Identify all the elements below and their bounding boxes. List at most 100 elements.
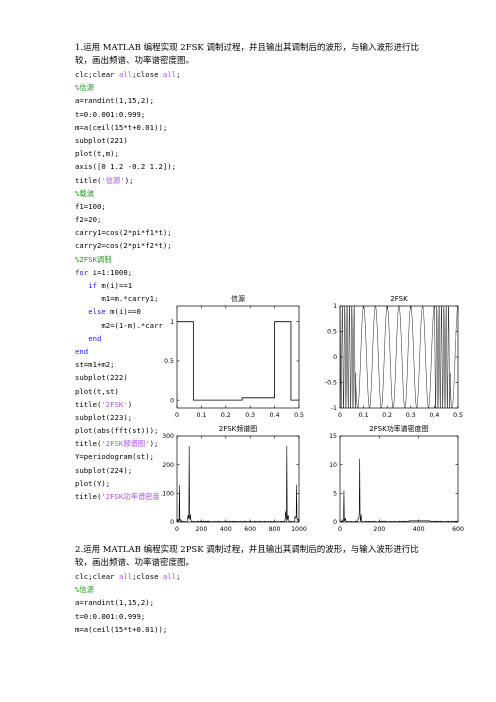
y-tick-label: 15 [329,433,337,440]
section1-code-line: title('2FSK功率谱密度' [75,490,180,503]
y-tick-label: 10 [329,462,337,469]
x-tick-label: 400 [413,526,425,533]
section1-code-token: '信源' [101,175,125,185]
section2-code-token: %信源 [75,585,94,595]
section1-code-line: subplot(222) [75,371,180,384]
y-tick-label: 200 [162,462,174,469]
section1-code-token: title( [75,439,102,449]
section1-code-token [75,307,88,316]
panel-1-frame [176,305,300,409]
y-tick-label: 0.5 [164,358,174,365]
y-tick-label: 1 [333,303,337,310]
x-tick-label: 800 [269,526,281,533]
section1-code-line: st=m1+m2; [75,358,180,371]
section1-code-token: end [88,333,102,343]
y-tick-label: 0.5 [327,329,337,336]
section1-code-token: if [88,281,102,290]
section1-code: clc;clear all;close all;%信源 a=randint(1,1… [75,68,180,503]
section1-code-line: if m(i)==1 [75,279,180,292]
section2-code-token: all [162,572,177,581]
section2-code-token: ; [176,572,181,581]
y-tick-label: 300 [162,433,174,440]
x-tick-label: 0.3 [406,412,416,419]
section1-code-token [75,281,88,290]
x-tick-label: 1000 [291,526,307,533]
panel-4-title: 2FSK功率谱密度图 [369,424,428,433]
panel-4-frame [339,435,459,523]
section1-code-token: subplot(224); [75,465,133,475]
section1-code-line: %信源 [75,81,180,94]
x-tick-label: 0.4 [429,412,439,419]
section1-code-token: carry1=cos(2*pi*f1*t); [75,228,172,238]
x-tick-label: 600 [244,526,256,533]
section1-code-line: f1=100; [75,200,180,213]
y-tick-label: 100 [162,491,174,498]
section1-code-line: subplot(221) [75,134,180,147]
x-tick-label: 0.4 [270,412,280,419]
section1-code-token: %载波 [75,188,94,198]
section1-code-line: m=a(ceil(15*t+0.01)); [75,121,180,134]
section1-code-line: carry2=cos(2*pi*f2*t); [75,239,180,252]
x-tick-label: 0.5 [294,412,304,419]
section1-code-token [75,334,88,343]
section1-code-token: ); [124,175,134,185]
section1-code-token: end [75,346,89,356]
section1-code-line: f2=20; [75,213,180,226]
section1-code-line: end [75,332,180,345]
section1-code-token: a=randint(1,15,2); [75,96,155,106]
y-tick-label: 1 [170,319,174,326]
section2-heading: 2.运用 MATLAB 编程实现 2PSK 调制过程，并且输出其调制后的波形，与… [75,544,435,570]
panel-2-frame [339,305,459,409]
section1-code-token: '2FSK功率谱密度' [101,492,165,501]
section2-heading-line1: 2.运用 MATLAB 编程实现 2PSK 调制过程，并且输出其调制后的波形，与… [75,545,419,555]
section1-code-token: subplot(222) [75,373,128,383]
section2-code-token: clc;clear [75,572,119,581]
x-tick-label: 400 [220,526,232,533]
section1-code-line: clc;clear all;close all; [75,68,180,81]
section1-code-token: m(i)==0 [110,307,141,317]
x-tick-label: 0 [175,526,179,533]
section1-code-line: title('2FSK') [75,398,180,411]
section2-code-line: a=randint(1,15,2); [75,596,180,609]
section1-code-token: plot(t,m); [75,149,119,159]
section1-code-line: plot(t,m); [75,147,180,160]
y-tick-label: -0.5 [325,380,337,387]
section2-code-token: a=randint(1,15,2); [75,598,155,608]
section1-code-line: plot(Y); [75,477,180,490]
section1-code-line: subplot(223); [75,411,180,424]
section1-code-token: title( [75,175,102,185]
x-tick-label: 0.3 [245,412,255,419]
section2-code-line: t=0:0.001:0.999; [75,610,180,623]
section2-code-token: all [118,572,133,581]
y-tick-label: -1 [331,405,337,412]
section1-code-line: t=0:0.001:0.999; [75,108,180,121]
section1-code-line: carry1=cos(2*pi*f1*t); [75,226,180,239]
section1-code-token: m2=(1-m).*carr [75,320,163,330]
section1-heading-line2: 较，画出频谱、功率谱密度图。 [75,56,195,66]
section1-code-token: plot(t,st) [75,386,119,396]
section1-code-token: st=m1+m2; [75,360,115,370]
section1-code-token: subplot(223); [75,412,133,422]
section1-code-token: ; [176,70,181,79]
section1-heading: 1.运用 MATLAB 编程实现 2FSK 调制过程，并且输出其调制后的波形，与… [75,42,435,68]
section1-code-token: ) [127,399,133,409]
section1-code-line: title('2FSK频谱图'); [75,437,180,450]
section2-heading-line2: 较，画出频谱、功率谱密度图。 [75,558,195,568]
section1-code-line: Y=periodogram(st); [75,450,180,463]
y-tick-label: 5 [333,491,337,498]
x-tick-label: 0 [338,526,342,533]
section1-code-line: m2=(1-m).*carr [75,319,180,332]
y-tick-label: 0 [333,354,337,361]
section1-code-token: i=1:1000; [92,267,133,277]
panel-3-frame [176,435,300,523]
section1-heading-line1: 1.运用 MATLAB 编程实现 2FSK 调制过程，并且输出其调制后的波形，与… [75,43,419,53]
panel-3-title: 2FSK频谱图 [219,424,257,433]
section2-code-line: m=a(ceil(15*t+0.01)); [75,623,180,636]
y-tick-label: 0 [333,519,337,526]
section1-code-line: title('信源'); [75,174,180,187]
section2-code-line: %信源 [75,583,180,596]
section1-code-token: Y=periodogram(st); [75,452,155,462]
section1-code-line: end [75,345,180,358]
